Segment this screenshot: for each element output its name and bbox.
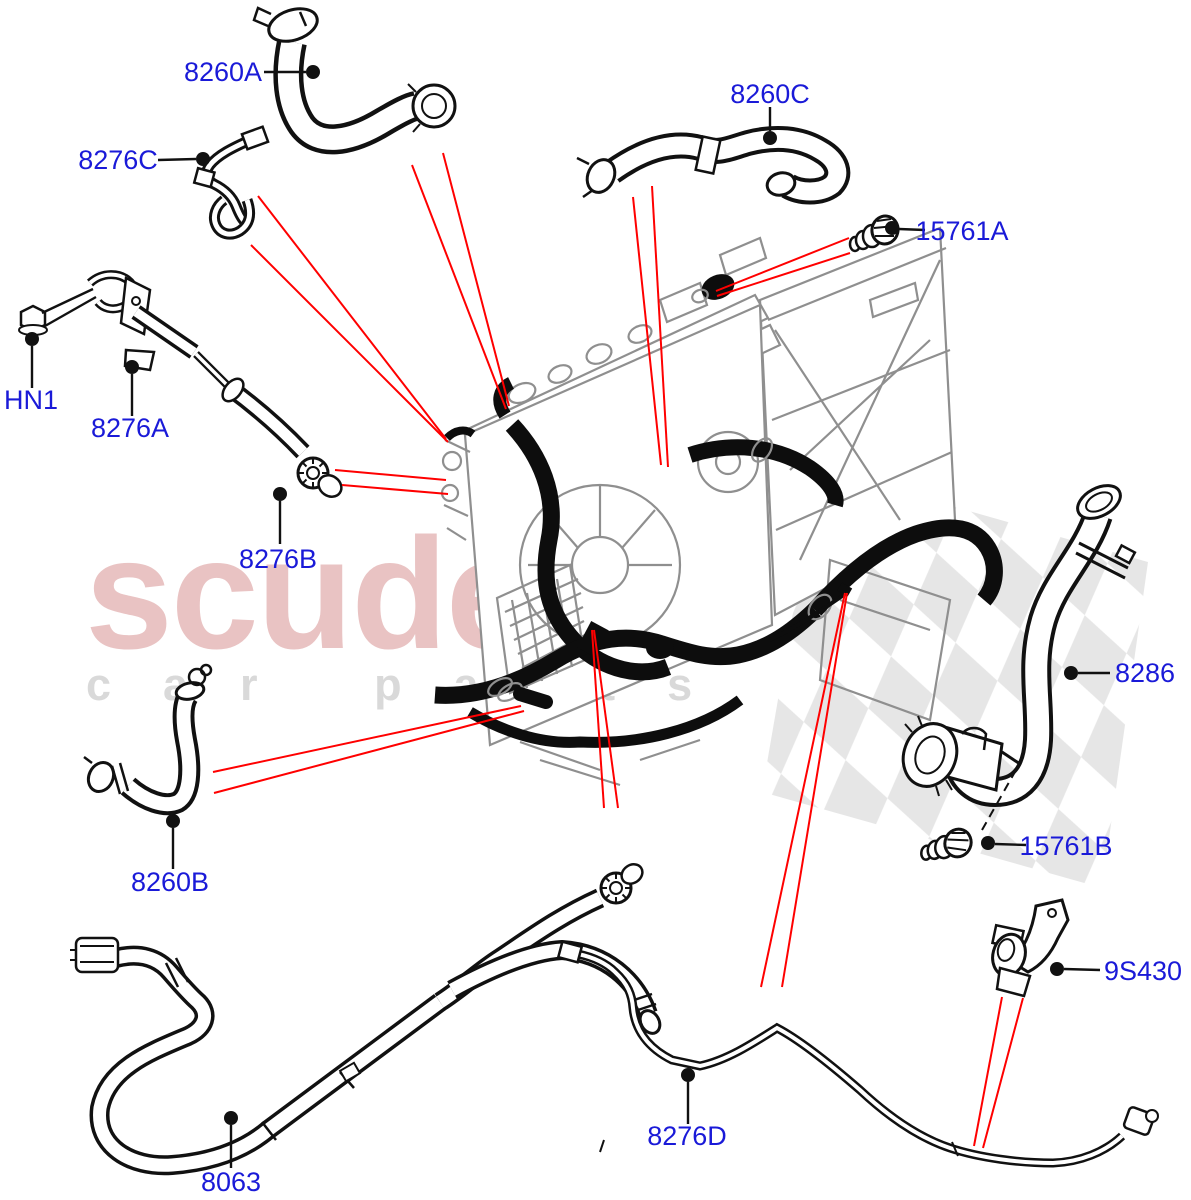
hose-stub-8276C-target xyxy=(444,426,476,441)
part-hose-8286[interactable] xyxy=(895,479,1137,808)
label-leader-lines xyxy=(25,65,1110,1168)
part-nut-HN1[interactable] xyxy=(18,287,97,336)
leader-dot xyxy=(1064,666,1078,680)
part-label-HN1[interactable]: HN1 xyxy=(4,385,58,415)
leader-dot xyxy=(681,1068,695,1082)
part-label-8260A[interactable]: 8260A xyxy=(184,57,262,87)
radiator-assembly xyxy=(434,226,1003,787)
part-label-8260B[interactable]: 8260B xyxy=(131,867,209,897)
part-label-15761B[interactable]: 15761B xyxy=(1019,831,1112,861)
part-label-9S430[interactable]: 9S430 xyxy=(1104,956,1182,986)
leader-dot xyxy=(25,332,39,346)
part-labels: 8260A 8276C 8260C 15761A HN1 8276A 8276B… xyxy=(4,57,1182,1197)
part-label-8260C[interactable]: 8260C xyxy=(730,79,810,109)
part-hose-8260A[interactable] xyxy=(252,3,457,155)
pipe-8276D-target xyxy=(769,592,847,642)
left-fittings xyxy=(440,439,471,541)
part-label-8276C[interactable]: 8276C xyxy=(78,145,158,175)
leader-dot xyxy=(981,836,995,850)
leader-dot xyxy=(885,221,899,235)
leader-dot xyxy=(306,65,320,79)
leader-dot xyxy=(224,1111,238,1125)
leader-dot xyxy=(763,131,777,145)
leader-dot xyxy=(1050,962,1064,976)
leader-dot xyxy=(196,152,210,166)
leader-dot xyxy=(273,487,287,501)
assembly-hoses xyxy=(434,377,1003,748)
leader-dot xyxy=(125,360,139,374)
part-label-8276B[interactable]: 8276B xyxy=(239,544,317,574)
part-hose-8063[interactable] xyxy=(70,860,664,1176)
red-locator-lines xyxy=(212,152,1024,1149)
part-label-8286[interactable]: 8286 xyxy=(1115,658,1175,688)
part-label-8276D[interactable]: 8276D xyxy=(647,1121,727,1151)
leader-dot xyxy=(166,814,180,828)
part-bracket-9S430[interactable] xyxy=(988,898,1070,998)
part-label-8276A[interactable]: 8276A xyxy=(91,413,169,443)
part-pipe-8276D[interactable] xyxy=(556,940,1159,1168)
part-label-8063[interactable]: 8063 xyxy=(201,1167,261,1197)
part-label-15761A[interactable]: 15761A xyxy=(915,216,1008,246)
part-pipe-8276A[interactable] xyxy=(86,270,346,501)
part-hose-8260C[interactable] xyxy=(576,126,851,205)
part-hose-8260B[interactable] xyxy=(83,663,213,816)
installation-dashed-line xyxy=(981,769,1017,831)
part-tube-8276C[interactable] xyxy=(192,125,270,240)
